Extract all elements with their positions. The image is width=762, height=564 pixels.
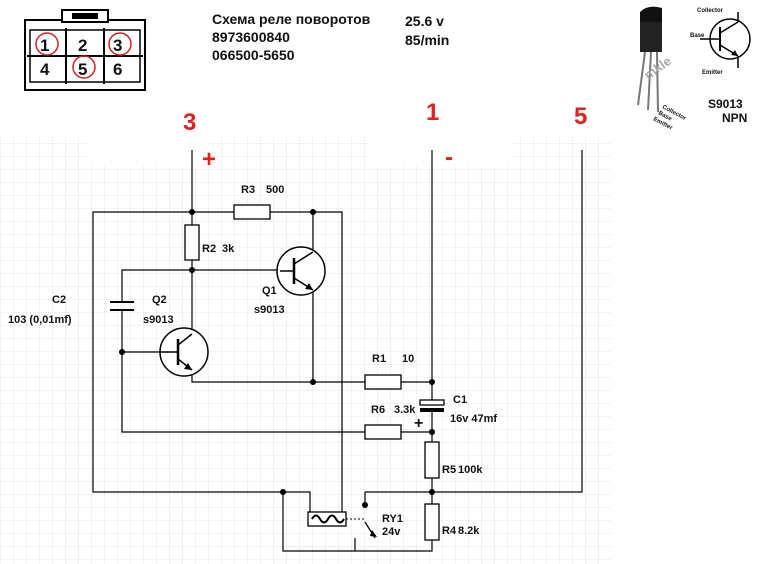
q2-type: s9013 — [143, 314, 174, 326]
r3-name: R3 — [241, 184, 255, 196]
resistor-r1 — [364, 374, 402, 390]
r6-value: 3.3k — [394, 404, 416, 416]
pin-5-label: 5 — [78, 60, 87, 79]
q2-name: Q2 — [152, 294, 167, 306]
q1-type: s9013 — [254, 304, 285, 316]
c1-name: C1 — [453, 394, 467, 406]
connector-pinout: 1 2 3 4 5 6 — [24, 9, 146, 91]
c1-plus-sign: + — [414, 415, 423, 432]
pin-1-label: 1 — [40, 36, 49, 55]
part-number-2: 066500-5650 — [212, 47, 295, 63]
ry1-value: 24v — [382, 526, 401, 538]
circuit-wires — [92, 150, 583, 552]
r2-value: 3k — [222, 243, 235, 255]
r5-name: R5 — [442, 464, 456, 476]
capacitor-c2 — [110, 301, 134, 311]
polarity-label: NPN — [722, 111, 747, 125]
part-label: S9013 — [708, 97, 743, 111]
transistor-q1 — [276, 246, 326, 296]
minus-sign: - — [445, 144, 453, 171]
frequency-label: 85/min — [405, 32, 449, 48]
q1-name: Q1 — [262, 285, 277, 297]
terminal-1-label: 1 — [426, 99, 439, 126]
r3-value: 500 — [266, 184, 284, 196]
pin-6-label: 6 — [113, 60, 122, 79]
r1-name: R1 — [372, 353, 386, 365]
voltage-label: 25.6 v — [405, 13, 444, 29]
schematic-title: Схема реле поворотов — [212, 11, 371, 27]
resistor-r3 — [233, 204, 271, 220]
capacitor-c1 — [419, 399, 445, 412]
pin-4-label: 4 — [40, 60, 50, 79]
resistor-r5 — [424, 441, 440, 479]
pin-1-marker — [35, 32, 59, 56]
collector-label: Collector — [697, 8, 724, 14]
transistor-q2 — [159, 327, 209, 377]
plus-sign: + — [202, 146, 216, 173]
resistor-r2 — [184, 224, 200, 261]
r5-value: 100k — [458, 464, 483, 476]
transistor-reference: mkle Collector Base Emitter Collector Ba… — [637, 6, 751, 132]
terminal-5-label: 5 — [574, 103, 587, 130]
relay-ry1 — [307, 511, 377, 537]
c1-value: 16v 47mf — [450, 413, 497, 425]
ry1-name: RY1 — [382, 513, 403, 525]
pin-3-label: 3 — [113, 36, 122, 55]
part-number-1: 8973600840 — [212, 29, 290, 45]
emitter-label: Emitter — [702, 70, 723, 76]
terminal-3-label: 3 — [183, 109, 196, 136]
r1-value: 10 — [402, 353, 414, 365]
r6-name: R6 — [371, 404, 385, 416]
c2-value: 103 (0,01mf) — [8, 314, 72, 326]
r4-value: 8.2k — [458, 525, 480, 537]
r4-name: R4 — [442, 525, 457, 537]
grid-background — [0, 137, 611, 564]
r2-name: R2 — [202, 243, 216, 255]
resistor-r4 — [424, 503, 440, 541]
junction-dots — [119, 209, 435, 508]
pin-2-label: 2 — [78, 36, 87, 55]
pin-3-marker — [108, 32, 132, 56]
c2-name: C2 — [52, 294, 66, 306]
resistor-r6 — [364, 424, 402, 440]
base-label: Base — [690, 33, 705, 39]
pin-5-marker — [72, 55, 96, 79]
